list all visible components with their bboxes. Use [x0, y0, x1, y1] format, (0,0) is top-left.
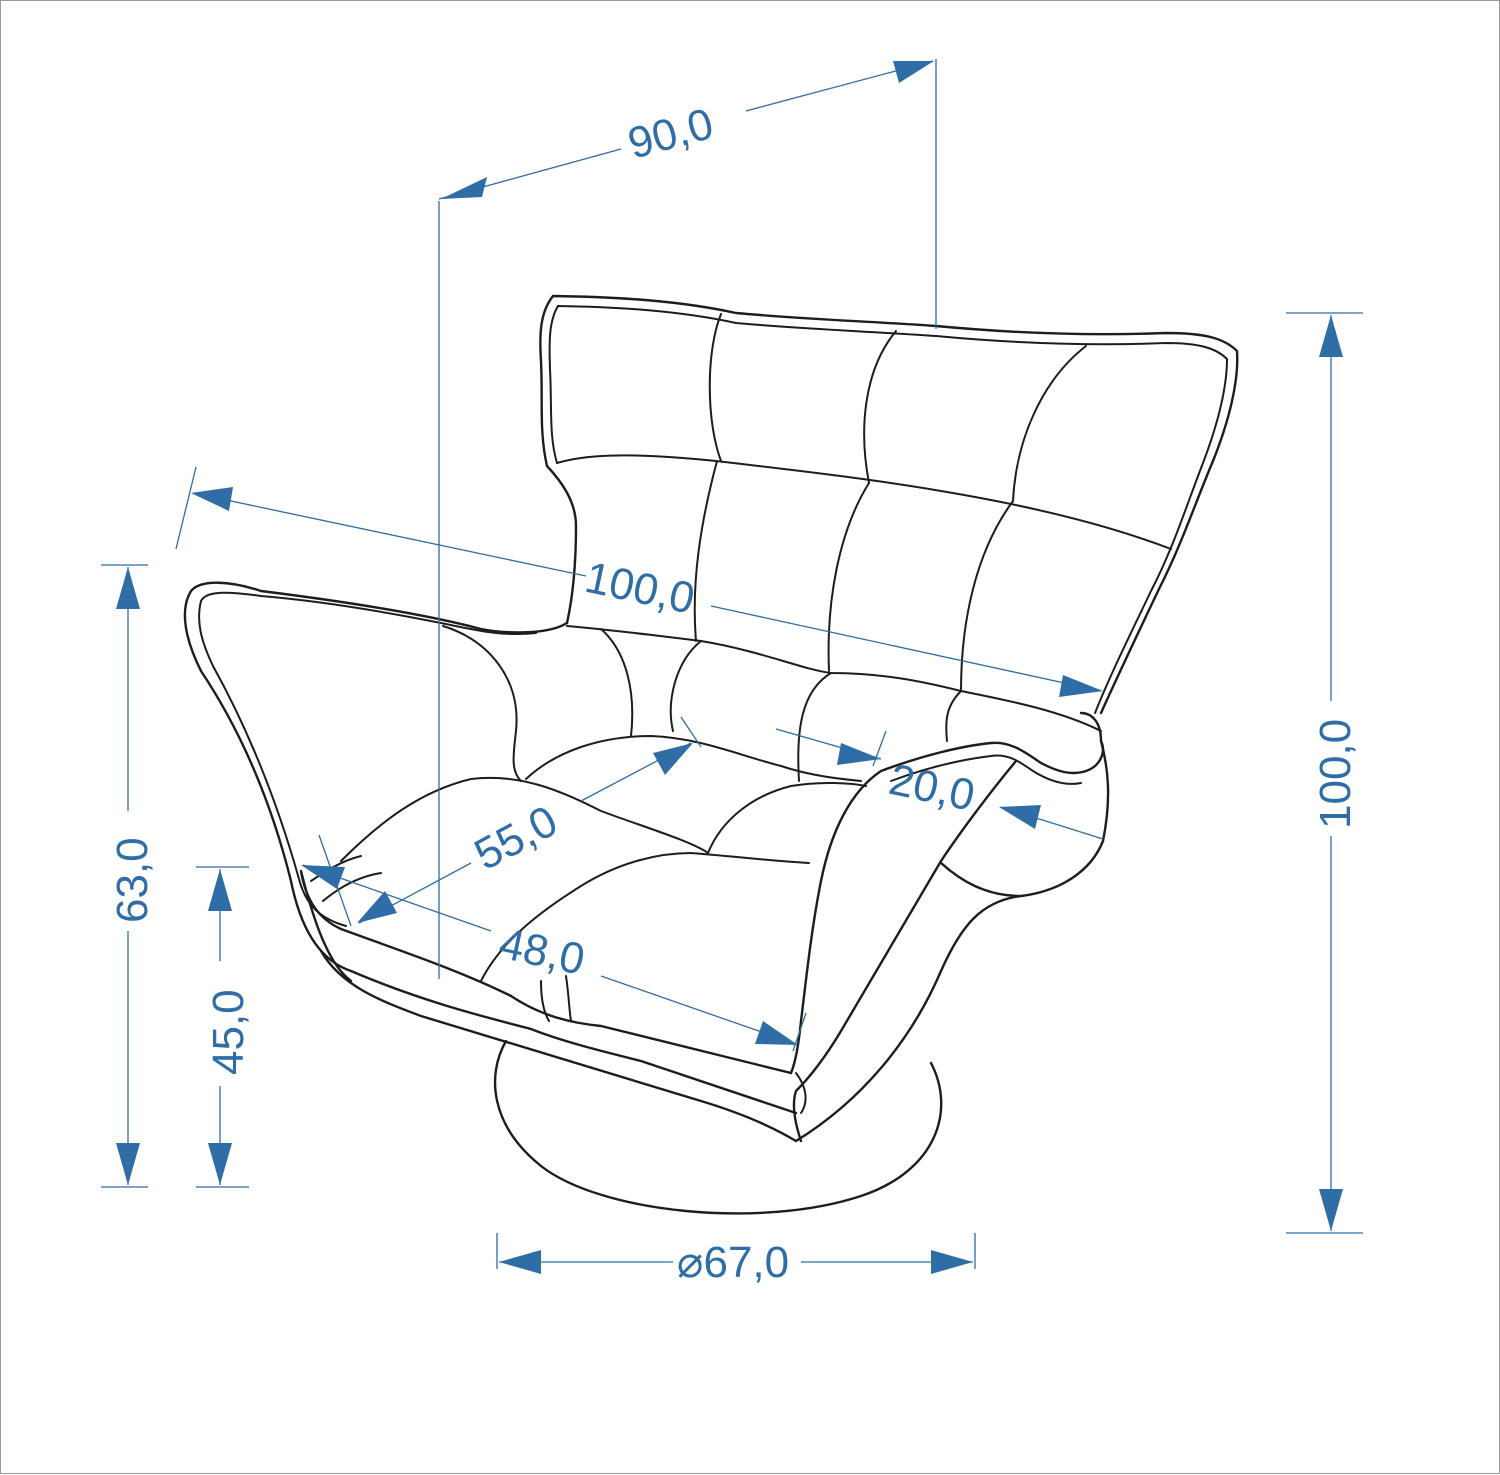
- depth-arrow-left: [441, 177, 487, 199]
- arm-height-label: 63,0: [108, 837, 157, 923]
- lower-back-cushions: [600, 628, 962, 782]
- height-label: 100,0: [1311, 719, 1360, 829]
- back-vertical-seams: [693, 460, 1014, 692]
- seat-width-arrow-left: [301, 865, 345, 889]
- depth-arrow-right: [893, 61, 934, 83]
- headrest-seam: [556, 454, 1172, 550]
- seat-cushion-lower: [480, 851, 810, 982]
- width-arrow-left: [191, 487, 233, 511]
- armrest-arrow-left: [837, 743, 881, 765]
- seat-cushion-back: [525, 734, 862, 782]
- arm-height-arrow-top: [116, 567, 140, 609]
- width-arrow-right: [1059, 675, 1103, 697]
- armrest-width-dimension: 20,0: [775, 728, 1104, 840]
- back-horizontal-seam: [566, 625, 1102, 732]
- width-label: 100,0: [581, 553, 699, 624]
- depth-label: 90,0: [623, 99, 718, 168]
- seat-frame: [299, 869, 793, 1075]
- armrest-width-label: 20,0: [885, 755, 979, 821]
- seat-height-arrow-bottom: [208, 1143, 232, 1185]
- base-arrow-left: [499, 1250, 541, 1274]
- headrest-vertical-seams: [708, 313, 1087, 502]
- armrest-arrow-right: [999, 805, 1041, 829]
- arm-height-dimension: 63,0: [101, 564, 157, 1188]
- seat-height-label: 45,0: [204, 989, 253, 1075]
- seat-height-arrow-top: [208, 869, 232, 911]
- chair-shell-corner: [795, 1072, 807, 1114]
- seat-width-dimension: 48,0: [301, 864, 807, 1052]
- seat-depth-arrow-back: [653, 743, 693, 775]
- arm-height-arrow-bottom: [116, 1143, 140, 1185]
- armchair-drawing: [183, 294, 1239, 1215]
- backrest-inner-outline: [548, 305, 1229, 714]
- dimension-annotations: 90,0 100,0 100,0: [101, 59, 1363, 1287]
- seat-depth-arrow-front: [357, 891, 397, 923]
- seat-height-dimension: 45,0: [196, 866, 253, 1188]
- height-arrow-bottom: [1319, 1189, 1343, 1231]
- right-armrest: [789, 711, 1105, 1075]
- swivel-base: [493, 1039, 943, 1215]
- left-armrest: [183, 581, 798, 1115]
- seat-cushion-front: [340, 776, 867, 862]
- chair-shell-bottom: [319, 949, 798, 1143]
- seat-depth-label: 55,0: [467, 796, 566, 879]
- base-arrow-right: [931, 1250, 973, 1274]
- base-diameter-label: ⌀67,0: [677, 1238, 789, 1287]
- seat-cushion-edge: [540, 975, 572, 1022]
- height-arrow-top: [1319, 315, 1343, 357]
- depth-dimension: 90,0: [438, 59, 937, 979]
- seat-width-arrow-right: [755, 1021, 798, 1045]
- left-arm-cushion: [442, 625, 522, 782]
- right-armrest-front: [792, 739, 1110, 1143]
- width-dimension: 100,0: [175, 466, 1103, 697]
- height-dimension: 100,0: [1286, 312, 1363, 1234]
- seat-depth-dimension: 55,0: [318, 716, 702, 927]
- base-diameter-dimension: ⌀67,0: [496, 1233, 976, 1287]
- backrest-outline: [539, 294, 1239, 715]
- right-armrest-inner: [890, 754, 1082, 785]
- seat-width-label: 48,0: [495, 919, 589, 985]
